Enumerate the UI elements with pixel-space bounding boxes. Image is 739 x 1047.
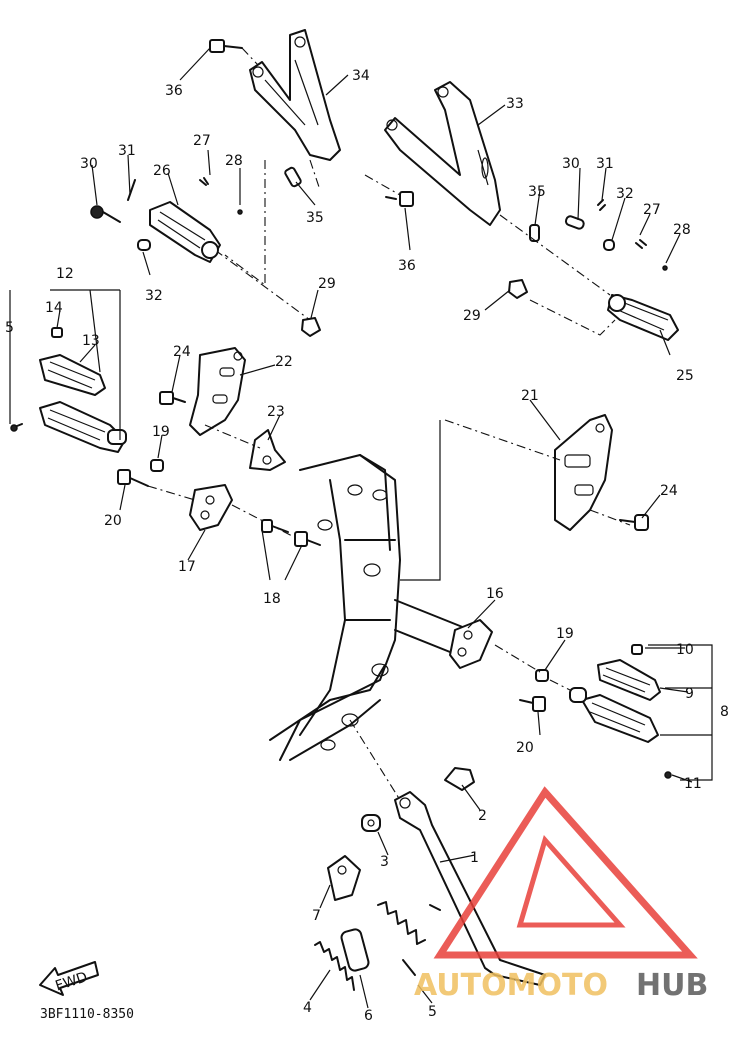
- washer-19-right: [535, 669, 549, 682]
- label-35-left: 35: [306, 210, 324, 226]
- rear-footrest-right: [529, 199, 679, 341]
- label-33: 33: [506, 96, 524, 112]
- label-35-right: 35: [528, 184, 546, 200]
- label-5-lower: 5: [428, 1004, 437, 1020]
- label-5-upper: 5: [5, 320, 14, 336]
- label-25: 25: [676, 368, 694, 384]
- washer-19-left: [150, 459, 164, 472]
- front-footrest-left: [9, 289, 127, 453]
- label-1: 1: [470, 850, 479, 866]
- collar-35-right: [499, 214, 611, 296]
- label-2: 2: [478, 808, 487, 824]
- label-24-right: 24: [660, 483, 678, 499]
- label-28-right: 28: [673, 222, 691, 238]
- label-10: 10: [676, 642, 694, 658]
- watermark-brand-prefix: AUTOMOTO: [414, 968, 608, 1003]
- bolt-20-right: [519, 696, 546, 712]
- bolt-36-left: [209, 39, 259, 66]
- rear-footrest-left: [90, 177, 243, 263]
- label-13: 13: [82, 333, 100, 349]
- drawing-code: 3BF1110-8350: [40, 1007, 134, 1022]
- frame-assembly: [269, 420, 471, 761]
- spring-4: [314, 941, 355, 991]
- label-27-right: 27: [643, 202, 661, 218]
- label-34: 34: [352, 68, 370, 84]
- bracket-23: [249, 429, 286, 471]
- label-32-left: 32: [145, 288, 163, 304]
- label-20-left: 20: [104, 513, 122, 529]
- rear-footrest-bracket-right: [384, 81, 501, 226]
- label-8: 8: [720, 704, 729, 720]
- watermark-inner-triangle-icon: [516, 834, 626, 928]
- label-14: 14: [45, 300, 63, 316]
- label-6: 6: [364, 1008, 373, 1024]
- label-36-left: 36: [165, 83, 183, 99]
- bolts-18: [261, 519, 321, 547]
- label-30-left: 30: [80, 156, 98, 172]
- spring-5-lower: [377, 901, 426, 976]
- watermark-triangle-icon: [433, 786, 698, 959]
- label-18: 18: [263, 591, 281, 607]
- label-36-right: 36: [398, 258, 416, 274]
- rear-footrest-bracket-left: [249, 29, 341, 161]
- label-11: 11: [684, 776, 702, 792]
- label-27-left: 27: [193, 133, 211, 149]
- callout-labels: 36 34 33 35 36 35 30 31 27 28 26 32 30 3…: [5, 68, 729, 1024]
- label-29-left: 29: [318, 276, 336, 292]
- watermark-brand-suffix: HUB: [636, 968, 708, 1003]
- bolt-20-left: [117, 469, 149, 487]
- bolt-24-left: [159, 391, 186, 405]
- label-7: 7: [312, 908, 321, 924]
- footrest-bracket-16: [449, 619, 493, 669]
- front-footrest-right: [569, 644, 713, 781]
- label-24-left: 24: [173, 344, 191, 360]
- label-26: 26: [153, 163, 171, 179]
- footrest-bracket-17: [189, 484, 233, 531]
- sidestand-1: [394, 791, 546, 986]
- label-29-right: 29: [463, 308, 481, 324]
- collar-35-left: [284, 166, 302, 188]
- plate-21: [554, 414, 613, 531]
- fwd-arrow-icon: [39, 961, 99, 996]
- label-23: 23: [267, 404, 285, 420]
- label-19-right: 19: [556, 626, 574, 642]
- label-22: 22: [275, 354, 293, 370]
- sleeve-6: [340, 928, 370, 972]
- label-17: 17: [178, 559, 196, 575]
- label-30-right: 30: [562, 156, 580, 172]
- label-31-left: 31: [118, 143, 136, 159]
- fwd-label: FWD: [53, 969, 89, 994]
- bolt-24-right: [619, 514, 649, 531]
- label-28-left: 28: [225, 153, 243, 169]
- bolt-2: [444, 767, 475, 791]
- label-16: 16: [486, 586, 504, 602]
- label-12: 12: [56, 266, 74, 282]
- clip-29-left: [301, 317, 321, 337]
- clip-29-right: [508, 279, 528, 299]
- label-32-right: 32: [616, 186, 634, 202]
- nut-3: [361, 814, 381, 832]
- automotohub-watermark: AUTOMOTO HUB: [414, 786, 708, 1003]
- label-19-left: 19: [152, 424, 170, 440]
- plate-7: [327, 855, 361, 901]
- bolt-36-right: [364, 174, 414, 207]
- label-9: 9: [685, 686, 694, 702]
- label-21: 21: [521, 388, 539, 404]
- bracket-22: [189, 347, 246, 436]
- label-31-right: 31: [596, 156, 614, 172]
- label-3: 3: [380, 854, 389, 870]
- label-4: 4: [303, 1000, 312, 1016]
- label-20-right: 20: [516, 740, 534, 756]
